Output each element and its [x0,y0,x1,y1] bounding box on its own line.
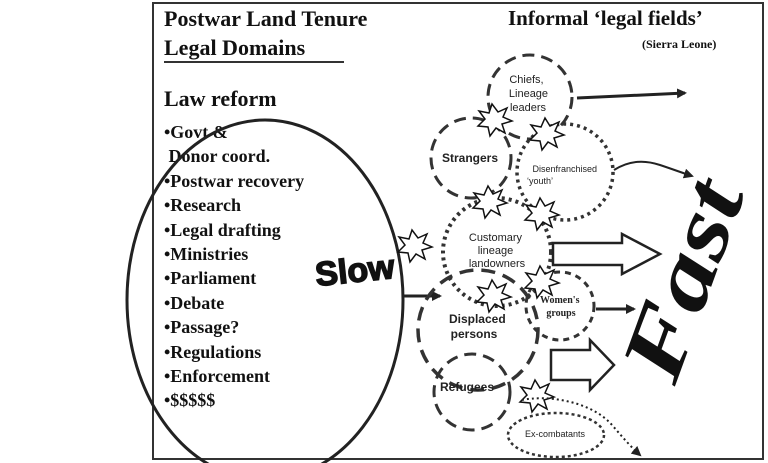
chiefs-label: Chiefs, Lineage leaders [509,74,551,114]
excombatants-arrow [521,397,642,457]
customary-label: Customary lineage landowners [469,232,526,270]
youth-label: Disenfranchised ‘youth’ [527,164,600,186]
title-line-2: Legal Domains [164,35,306,60]
reform-item: •Legal drafting [164,219,281,240]
law-reform-circle [125,118,405,463]
diagram-title: Postwar Land Tenure Legal Domains [164,4,367,62]
reform-item: •Debate [164,292,225,313]
reform-item: •Parliament [164,268,257,289]
chiefs-arrow [576,88,687,100]
conflict-burst [523,264,562,300]
displaced-arrow [549,336,616,394]
fast-label: Fast [602,164,765,394]
womens-label: Women's groups [540,295,582,319]
youth-circle [515,122,615,222]
slow-label: Slow [313,248,396,294]
displaced-circle [416,268,540,392]
excombatants-ellipse [506,411,606,459]
conflict-burst [476,102,515,138]
strangers-circle [429,116,513,200]
conflict-burst [396,228,435,264]
title-underline [164,61,344,63]
youth-arrow [613,160,694,179]
law-reform-heading: Law reform [164,86,277,111]
region-label: (Sierra Leone) [642,37,717,51]
reform-item: •Regulations [164,341,262,362]
conflict-burst [518,378,557,414]
excombatants-label: Ex-combatants [525,429,586,439]
reform-item: •Research [164,195,241,216]
informal-title: Informal ‘legal fields’ [508,6,703,30]
conflict-burst [523,196,562,232]
refugees-circle [432,352,512,432]
womens-circle [524,270,596,342]
conflict-burst [475,278,514,314]
strangers-label: Strangers [442,151,498,165]
reform-item: •$$$$$ [164,390,216,411]
reform-item: •Govt & [164,122,228,142]
reform-item: •Passage? [164,317,240,338]
diagram-frame [152,2,764,460]
conflict-burst [471,184,510,220]
conflict-burst [528,116,567,152]
customary-arrow [551,231,663,277]
refugees-label: Refugees [440,380,494,394]
title-line-1: Postwar Land Tenure [164,6,368,31]
reform-item: •Postwar recovery [164,170,305,191]
reform-item: •Enforcement [164,366,270,387]
reform-item: Donor coord. [164,146,271,167]
reform-item: •Ministries [164,244,249,265]
displaced-label: Displaced persons [449,312,509,341]
law-reform-list: •Govt & Donor coord. •Postwar recovery •… [164,120,304,413]
